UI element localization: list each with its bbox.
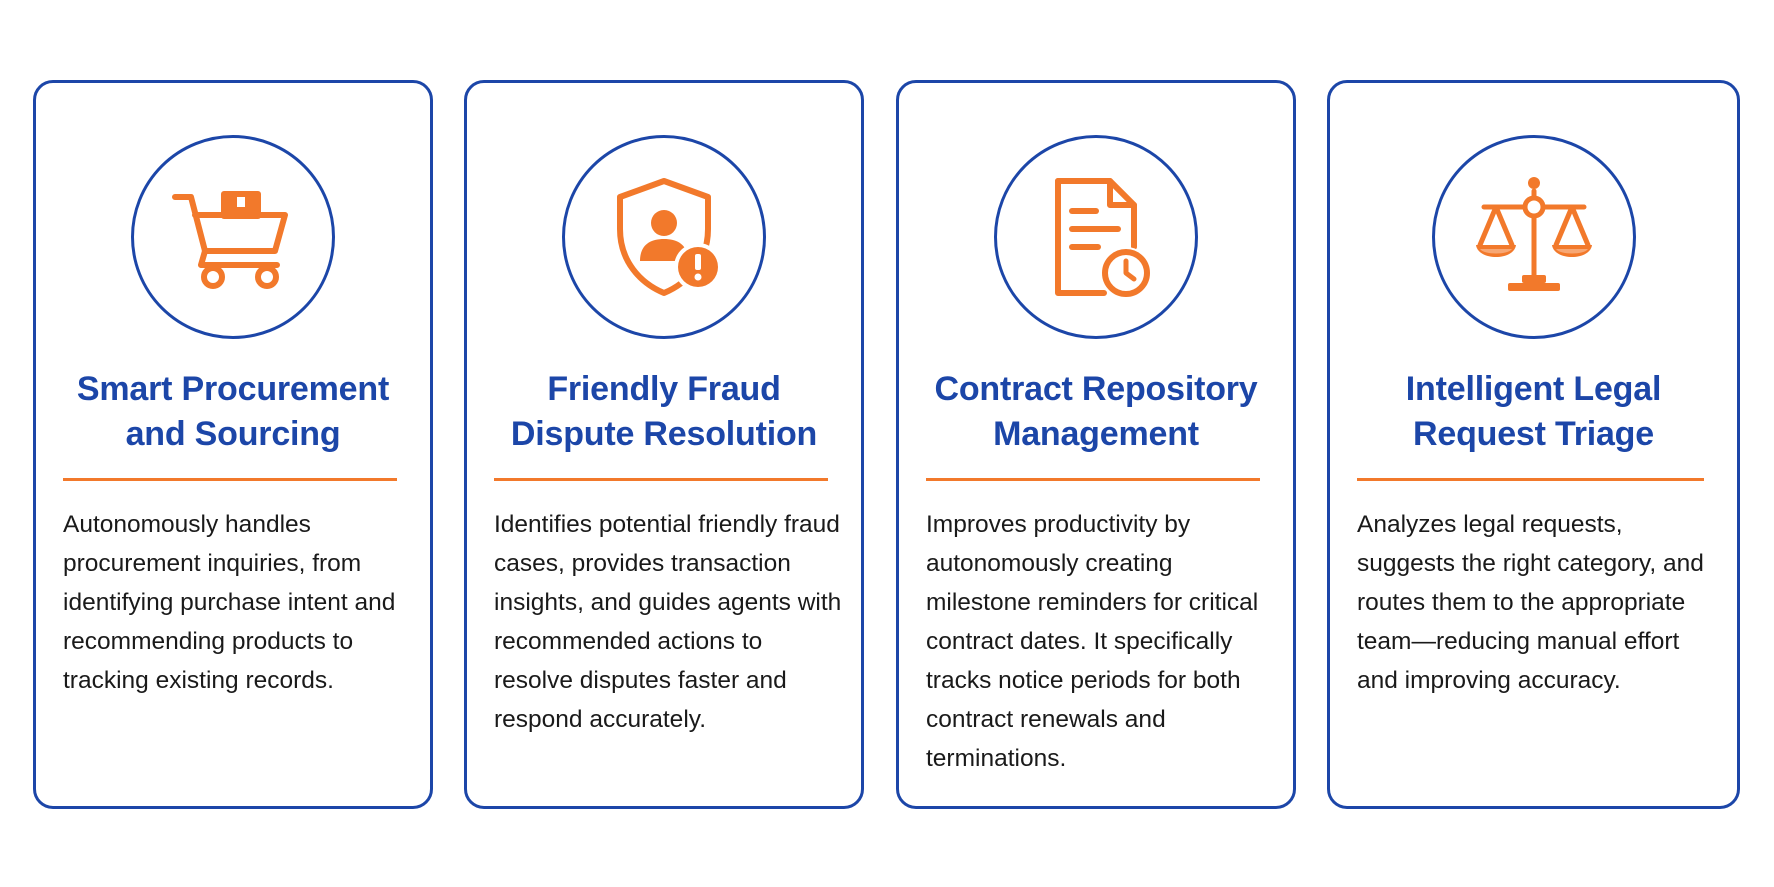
card-title: Contract Repository Management bbox=[934, 370, 1258, 453]
scales-of-justice-icon bbox=[1475, 177, 1592, 291]
card-title: Smart Procurement and Sourcing bbox=[76, 370, 390, 453]
card-friendly-fraud: Friendly Fraud Dispute Resolution Identi… bbox=[464, 80, 864, 809]
card-contract-repository: Contract Repository Management Improves … bbox=[896, 80, 1296, 809]
document-clock-icon bbox=[1055, 178, 1152, 299]
card-description: Identifies potential friendly fraud case… bbox=[494, 511, 842, 733]
divider bbox=[494, 478, 828, 481]
icon-badge bbox=[994, 135, 1198, 339]
card-description: Autonomously handles procurement inquiri… bbox=[63, 511, 396, 694]
icon-badge bbox=[562, 135, 766, 339]
shield-user-alert-icon bbox=[617, 178, 722, 296]
shopping-cart-icon bbox=[172, 191, 288, 289]
divider bbox=[926, 478, 1260, 481]
divider bbox=[63, 478, 397, 481]
icon-badge bbox=[1431, 135, 1636, 339]
card-title: Friendly Fraud Dispute Resolution bbox=[510, 370, 818, 453]
card-legal-triage: Intelligent Legal Request Triage Analyze… bbox=[1327, 80, 1740, 809]
divider bbox=[1357, 478, 1704, 481]
card-description: Improves productivity by autonomously cr… bbox=[926, 511, 1259, 772]
icon-badge bbox=[131, 135, 335, 339]
card-title: Intelligent Legal Request Triage bbox=[1405, 370, 1662, 453]
card-description: Analyzes legal requests, suggests the ri… bbox=[1357, 511, 1704, 694]
card-smart-procurement: Smart Procurement and Sourcing Autonomou… bbox=[33, 80, 433, 809]
